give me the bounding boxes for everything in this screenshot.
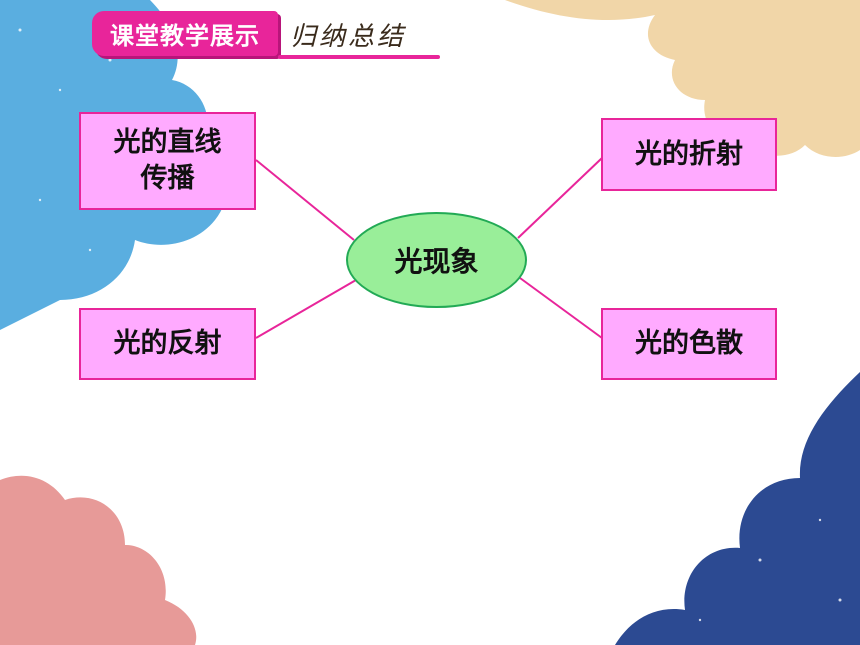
pink-cloud-bottom-left — [0, 475, 197, 645]
navy-cloud-bottom-right — [615, 372, 860, 645]
connector-refraction — [517, 157, 603, 239]
header-subtitle: 归纳总结 — [290, 21, 407, 52]
header-badge: 课堂教学展示 — [92, 11, 278, 56]
node-straight-propagation: 光的直线 传播 — [79, 112, 256, 210]
node-dispersion: 光的色散 — [601, 308, 777, 380]
header-underline — [278, 55, 440, 59]
node-refraction: 光的折射 — [601, 118, 777, 191]
node-straight-line1: 光的直线 — [113, 127, 222, 158]
node-straight-line2: 传播 — [140, 163, 195, 194]
node-reflection: 光的反射 — [79, 308, 256, 380]
tan-cloud-top-right — [505, 0, 860, 157]
connector-reflection — [255, 279, 357, 339]
center-node: 光现象 — [346, 212, 527, 308]
connector-dispersion — [519, 277, 603, 339]
connector-straight — [255, 159, 355, 241]
